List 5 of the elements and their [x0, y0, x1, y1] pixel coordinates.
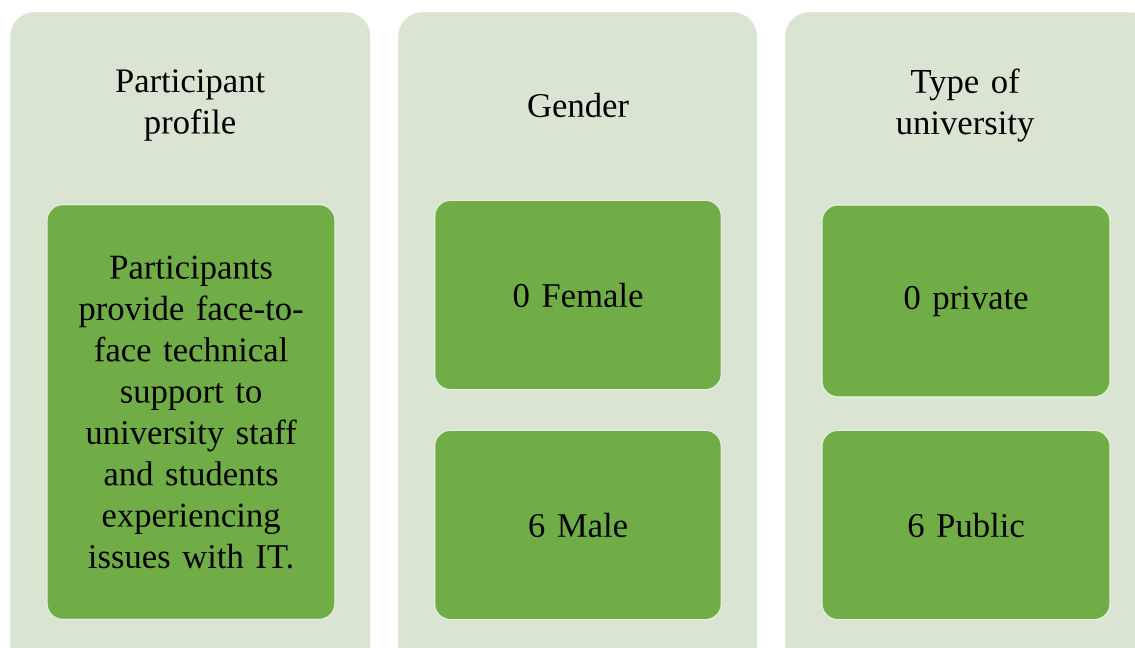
text-box: Participants provide face-to-face technical support to university staff and students experiencing issues with IT. — [46, 204, 336, 620]
text-box: 6 Male — [434, 429, 722, 621]
text-box: 0 private — [821, 204, 1111, 398]
text-box: 0 Female — [434, 199, 722, 391]
text-box: 6 Public — [821, 429, 1111, 621]
